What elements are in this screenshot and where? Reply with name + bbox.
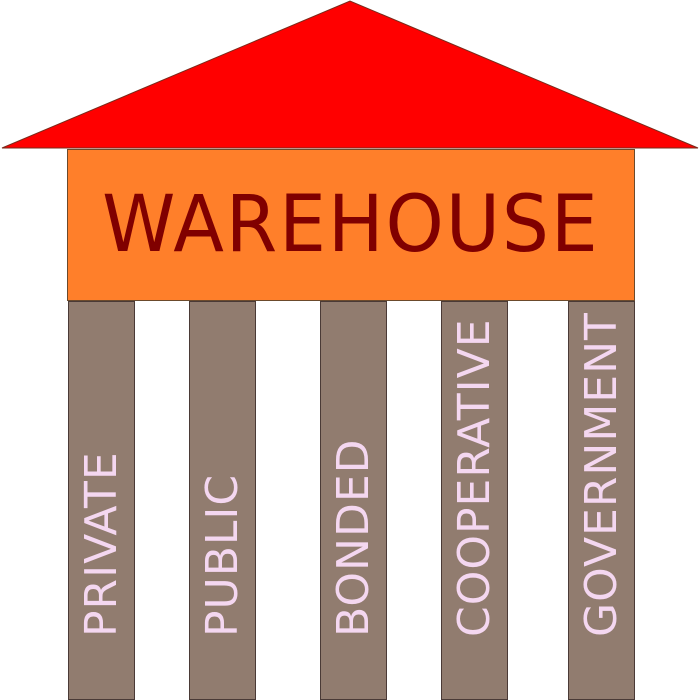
pillar-label-private: PRIVATE [75,451,127,637]
pillar-public: PUBLIC [189,301,256,700]
pillar-government: GOVERNMENT [568,301,635,700]
pillar-label-bonded: BONDED [327,438,379,637]
roof [1,0,699,149]
pillar-label-government: GOVERNMENT [575,312,627,637]
warehouse-beam: WAREHOUSE [67,149,635,301]
roof-triangle [1,0,699,149]
pillar-bonded: BONDED [320,301,387,700]
warehouse-title: WAREHOUSE [102,180,600,270]
pillar-label-cooperative: COOPERATIVE [448,318,500,637]
pillar-cooperative: COOPERATIVE [441,301,508,700]
pillar-label-public: PUBLIC [196,473,248,637]
pillar-private: PRIVATE [68,301,135,700]
